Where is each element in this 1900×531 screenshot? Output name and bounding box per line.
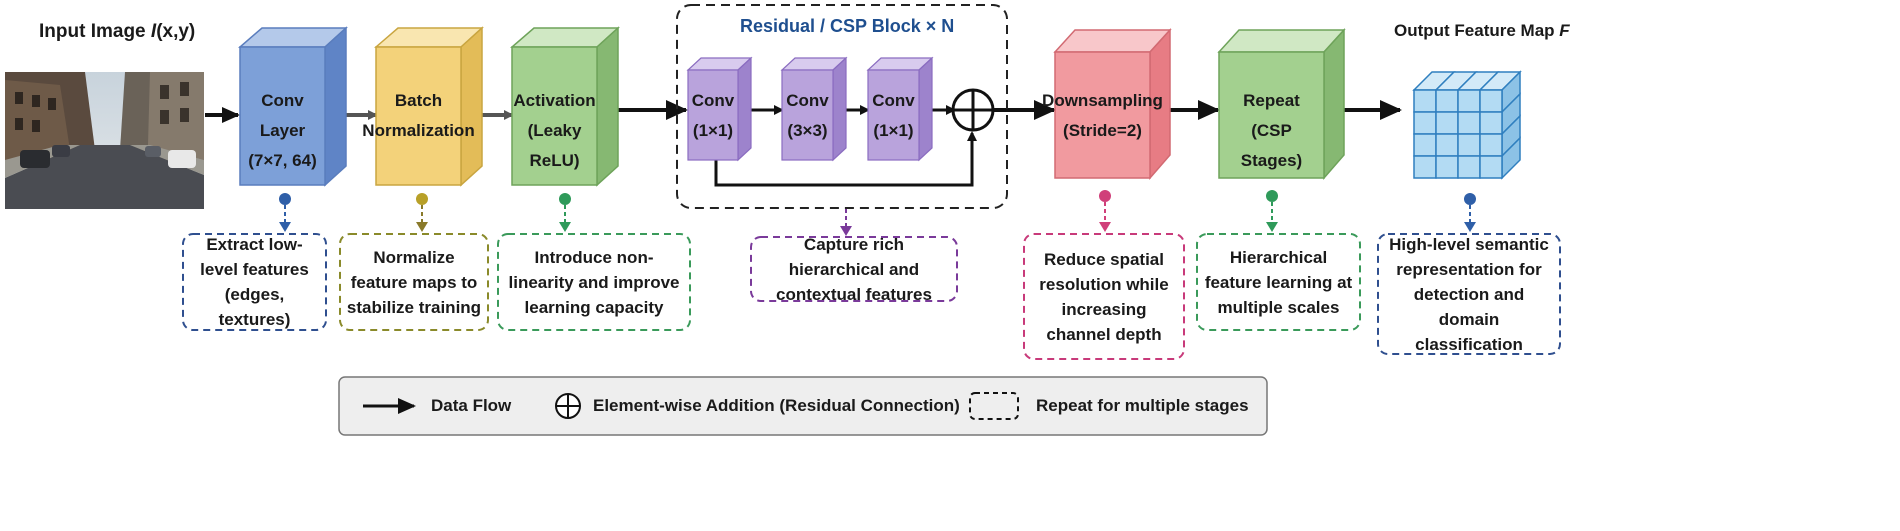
feature-cell <box>1413 111 1437 135</box>
connector-conv <box>279 193 291 232</box>
residual-conv2-label: Conv(3×3) <box>786 91 829 140</box>
residual-conv1-block <box>686 56 753 162</box>
feature-cell <box>1413 133 1437 157</box>
legend-data-flow-label: Data Flow <box>431 396 512 415</box>
element-wise-addition-icon <box>951 88 995 132</box>
connector-bn <box>416 193 428 232</box>
desc-box-conv <box>182 233 327 331</box>
input-image <box>5 72 204 209</box>
desc-conv: Extract low-level features (edges, textu… <box>200 235 309 329</box>
residual-skip-connection <box>714 131 977 187</box>
feature-cell <box>1479 155 1503 179</box>
desc-repeat: Hierarchical feature learning at multipl… <box>1204 247 1353 317</box>
connector-residual <box>840 209 852 236</box>
desc-box-act <box>497 233 691 331</box>
residual-block-container <box>676 4 1008 209</box>
feature-cell <box>1457 111 1481 135</box>
feature-cell <box>1435 89 1459 113</box>
output-feature-map-cube <box>1412 70 1522 180</box>
activation-label: Activation(Leaky ReLU) <box>513 91 596 170</box>
desc-output: High-level semantic representation for d… <box>1389 234 1549 354</box>
connector-output <box>1464 193 1476 232</box>
conv-layer-label: Conv Layer(7×7, 64) <box>248 91 317 170</box>
repeat-label: Repeat(CSP Stages) <box>1240 91 1303 170</box>
feature-cell <box>1479 89 1503 113</box>
input-image-title: Input Image I(x,y) <box>39 21 196 42</box>
conv-layer-block <box>237 26 348 187</box>
feature-cell <box>1457 155 1481 179</box>
feature-cell <box>1435 133 1459 157</box>
desc-box-output <box>1377 233 1561 355</box>
connector-down <box>1099 190 1111 232</box>
output-feature-map-title: Output Feature Map F <box>1394 21 1570 40</box>
residual-conv2-block <box>780 56 848 162</box>
residual-conv1-label: Conv(1×1) <box>691 91 735 140</box>
desc-box-repeat <box>1196 233 1361 331</box>
repeat-block <box>1217 28 1346 181</box>
desc-box-bn <box>339 233 489 331</box>
residual-block-title: Residual / CSP Block × N <box>740 16 955 36</box>
batch-norm-block <box>373 26 484 187</box>
desc-box-residual <box>750 236 958 302</box>
desc-act: Introduce non-linearity and improve lear… <box>508 247 680 317</box>
connector-repeat <box>1266 190 1278 232</box>
residual-conv3-block <box>866 56 934 162</box>
feature-cell <box>1479 111 1503 135</box>
desc-down: Reduce spatial resolution while increasi… <box>1039 249 1169 344</box>
legend-repeat-label: Repeat for multiple stages <box>1036 396 1249 415</box>
activation-block <box>509 26 620 187</box>
legend-addition-label: Element-wise Addition (Residual Connecti… <box>593 396 960 415</box>
feature-cell <box>1479 133 1503 157</box>
feature-cell <box>1413 89 1437 113</box>
feature-cell <box>1435 111 1459 135</box>
feature-cell <box>1435 155 1459 179</box>
connector-act <box>559 193 571 232</box>
legend-box <box>338 376 1268 436</box>
feature-cell <box>1413 155 1437 179</box>
downsampling-block <box>1053 28 1172 181</box>
feature-cell <box>1457 133 1481 157</box>
desc-residual: Capture rich hierarchical and contextual… <box>776 234 932 304</box>
downsampling-label: Downsampling(Stride=2) <box>1042 91 1163 140</box>
desc-bn: Normalize feature maps to stabilize trai… <box>346 247 482 317</box>
residual-conv3-label: Conv(1×1) <box>872 91 915 140</box>
legend-repeat-box-icon <box>969 392 1019 420</box>
feature-cell <box>1457 89 1481 113</box>
legend-addition-icon <box>555 393 581 419</box>
desc-box-down <box>1023 233 1185 360</box>
